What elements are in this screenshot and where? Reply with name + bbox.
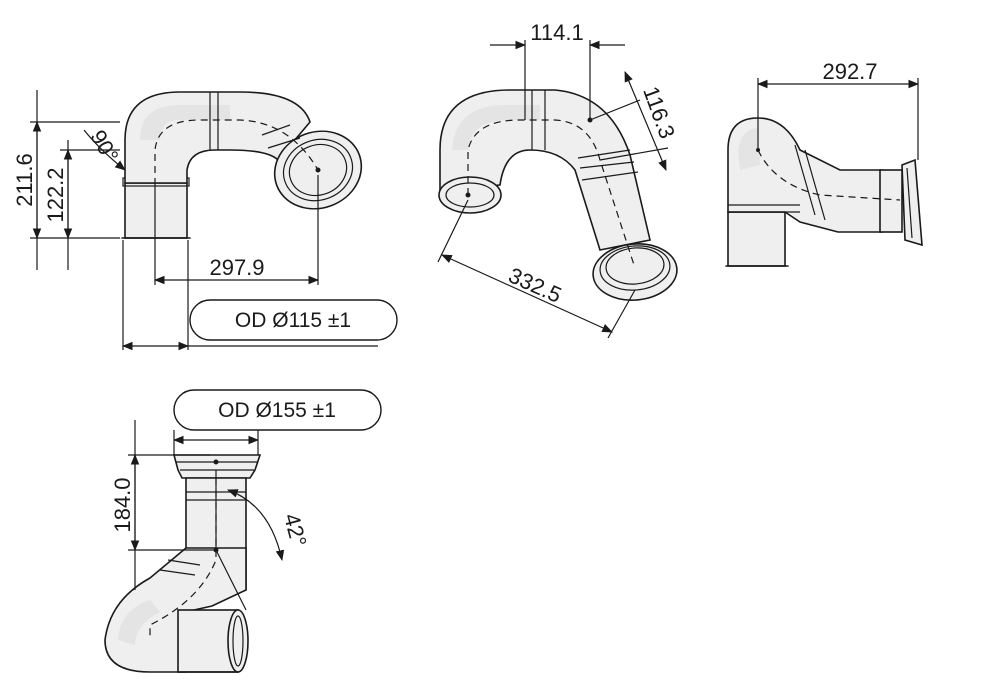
dim-iso-top: 114.1 bbox=[530, 20, 583, 45]
iso-view-pipe bbox=[438, 89, 678, 301]
callout-od-small: OD Ø115 ±1 bbox=[235, 309, 351, 332]
bottom-view-dimensions-top: OD Ø155 ±1 bbox=[172, 389, 382, 455]
front-view-dimensions: 211.6 122.2 90° 297.9 OD Ø115 ±1 bbox=[12, 90, 398, 351]
dim-bottom-height: 184.0 bbox=[110, 477, 135, 532]
dim-iso-length: 332.5 bbox=[505, 263, 565, 308]
dim-outlet-height: 122.2 bbox=[43, 167, 68, 222]
side-view-pipe bbox=[725, 117, 923, 267]
front-view-pipe bbox=[121, 91, 363, 239]
dim-iso-right: 116.3 bbox=[638, 83, 680, 142]
dim-center-width: 297.9 bbox=[209, 255, 264, 280]
callout-od-large: OD Ø155 ±1 bbox=[218, 399, 336, 422]
iso-view-dimensions: 114.1 116.3 332.5 bbox=[437, 20, 680, 339]
dim-bottom-angle: 42° bbox=[279, 511, 312, 550]
dim-side-width: 292.7 bbox=[822, 59, 877, 84]
dim-total-height: 211.6 bbox=[12, 153, 37, 206]
side-view-dimensions: 292.7 bbox=[756, 59, 920, 160]
dim-angle-90: 90° bbox=[85, 126, 123, 167]
callout-od-large-box bbox=[173, 389, 382, 431]
callout-od-small-box bbox=[189, 299, 398, 341]
